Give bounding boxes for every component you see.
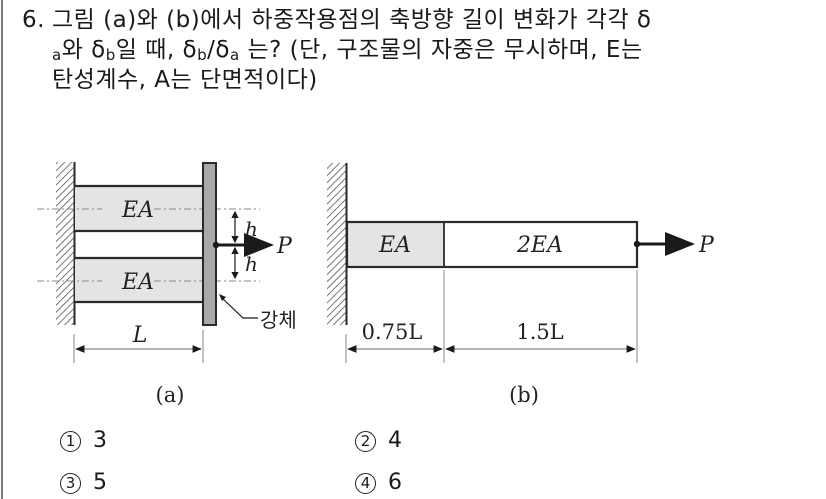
load-label: P [698, 233, 715, 258]
text-fragment: /δ [207, 37, 230, 63]
option-value: 6 [388, 470, 402, 495]
load-label: P [276, 234, 293, 259]
rigid-leader-line [220, 296, 258, 319]
question-line-3: 탄성계수, A는 단면적이다) [22, 65, 812, 95]
length-label: L [132, 323, 148, 348]
bar-segment-2 [444, 222, 637, 267]
option-value: 5 [93, 470, 107, 495]
text-fragment: 와 δ [61, 37, 106, 63]
subscript-a: a [52, 46, 62, 64]
option-value: 4 [388, 428, 402, 453]
option-marker-3: 3 [60, 472, 81, 494]
text-fragment: 는? (단, 구조물의 자중은 무시하며, E는 [239, 37, 643, 63]
question-stem: 6. 그림 (a)와 (b)에서 하중작용점의 축방향 길이 변화가 각각 δ a… [22, 5, 812, 95]
option-3[interactable]: 3 5 [60, 470, 107, 496]
figure-a-caption: (a) [156, 383, 185, 407]
segment-2-label: 2EA [516, 233, 563, 258]
figure-b: EA 2EA P 0.75L 1.5L (b) [327, 163, 715, 407]
figure-b-caption: (b) [509, 383, 539, 407]
question-line-2: a와 δb일 때, δb/δa 는? (단, 구조물의 자중은 무시하며, E는 [22, 35, 812, 65]
offset-label-bottom: h [245, 252, 258, 276]
offset-label-top: h [245, 217, 258, 241]
bar-segment-1 [347, 222, 444, 267]
question-text-1: 그림 (a)와 (b)에서 하중작용점의 축방향 길이 변화가 각각 δ [52, 7, 652, 33]
bar-top-label: EA [121, 198, 154, 223]
text-fragment: 일 때, δ [115, 37, 198, 63]
bar-bottom-label: EA [121, 270, 154, 295]
subscript-a: a [229, 46, 240, 64]
subscript-b: b [105, 46, 116, 64]
rigid-label: 강체 [260, 308, 297, 332]
bar-top [75, 186, 203, 231]
page-left-border [1, 0, 3, 499]
question-number: 6. [22, 7, 45, 33]
length-2-label: 1.5L [516, 320, 563, 344]
option-4[interactable]: 4 6 [355, 470, 402, 496]
fixed-wall-hatch [56, 162, 74, 325]
option-1[interactable]: 1 3 [60, 428, 107, 454]
fixed-wall-hatch [327, 163, 346, 325]
question-line-1: 6. 그림 (a)와 (b)에서 하중작용점의 축방향 길이 변화가 각각 δ [22, 5, 812, 35]
bar-bottom [75, 258, 203, 302]
option-marker-1: 1 [60, 430, 81, 452]
option-marker-2: 2 [355, 430, 376, 452]
option-2[interactable]: 2 4 [355, 428, 402, 454]
option-marker-4: 4 [355, 472, 376, 494]
length-1-label: 0.75L [362, 320, 423, 344]
option-value: 3 [93, 428, 107, 453]
figure-a: EA EA h h P 강체 L (a) [37, 162, 297, 407]
question-text-3: 탄성계수, A는 단면적이다) [52, 67, 318, 93]
subscript-b: b [197, 46, 208, 64]
segment-1-label: EA [378, 233, 411, 258]
